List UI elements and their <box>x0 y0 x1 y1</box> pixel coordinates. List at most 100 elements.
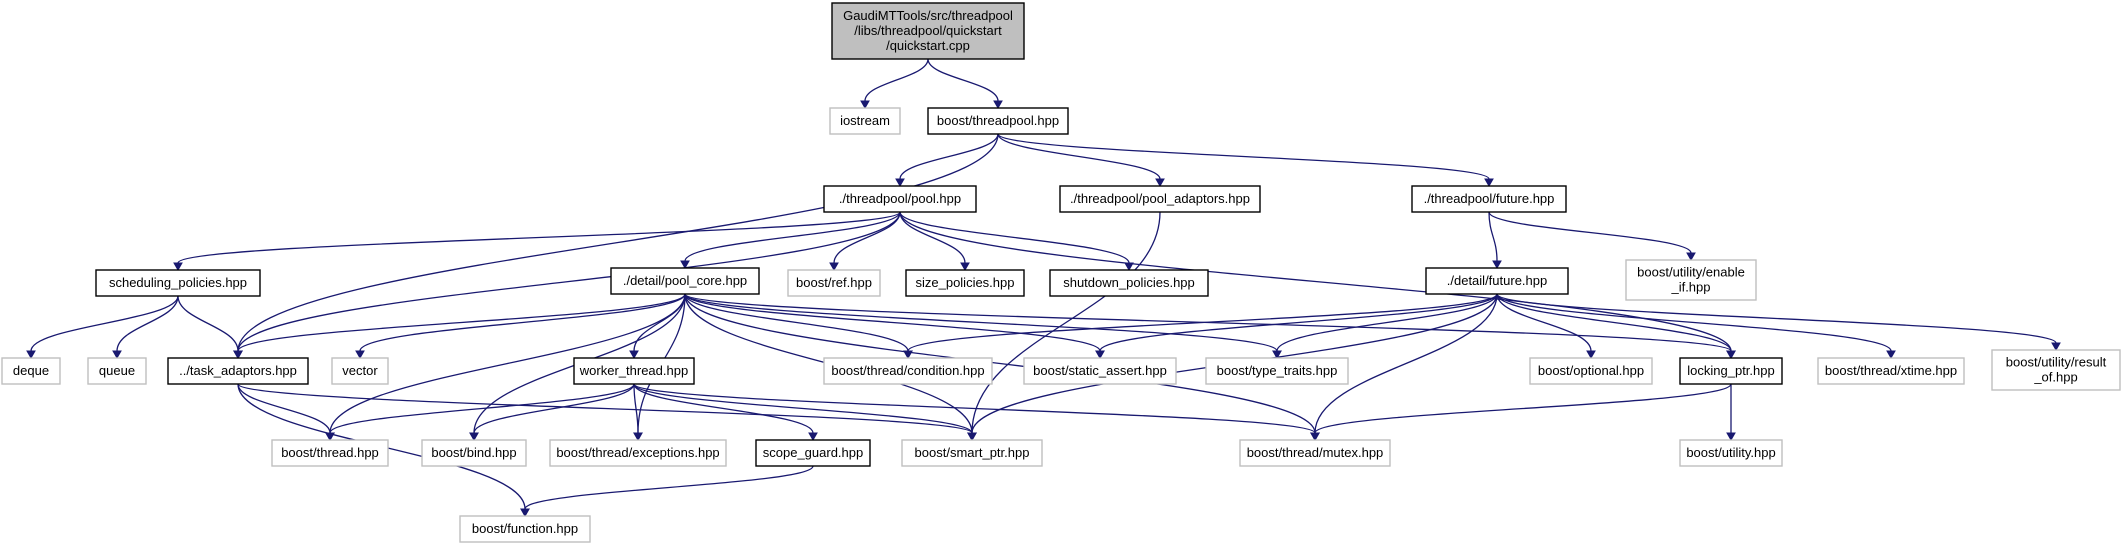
edge-arrowhead-icon <box>469 432 479 442</box>
edge-line <box>633 383 973 434</box>
node-label: boost/thread/mutex.hpp <box>1247 445 1384 460</box>
edge-arrowhead-icon <box>1726 350 1736 360</box>
node-xtime: boost/thread/xtime.hpp <box>1817 357 1965 385</box>
edge-line <box>1488 211 1498 262</box>
edge-line <box>684 293 909 352</box>
edge-line <box>899 133 999 180</box>
node-pool_adaptors[interactable]: ./threadpool/pool_adaptors.hpp <box>1059 185 1261 213</box>
node-label: boost/thread/exceptions.hpp <box>556 445 719 460</box>
node-condition: boost/thread/condition.hpp <box>823 357 993 385</box>
node-worker_thread[interactable]: worker_thread.hpp <box>573 357 695 385</box>
edge-line <box>359 293 686 352</box>
node-ref: boost/ref.hpp <box>787 269 881 297</box>
edge-locking_ptr-to-mutex <box>1310 383 1732 442</box>
edge-line <box>1314 293 1498 434</box>
edge-pool_core-to-worker_thread <box>629 293 686 360</box>
edge-pool-to-scheduling <box>173 211 901 272</box>
node-iostream: iostream <box>829 107 901 135</box>
edge-detail_future-to-result_of <box>1496 293 2061 352</box>
edge-root-to-threadpool <box>927 58 1003 110</box>
edge-detail_future-to-static_assert <box>1095 293 1498 360</box>
edge-arrowhead-icon <box>967 432 977 442</box>
edge-arrowhead-icon <box>808 432 818 442</box>
edge-line <box>237 383 973 434</box>
edge-line <box>633 383 639 434</box>
edge-pool-to-size_pol <box>899 211 970 272</box>
edge-line <box>237 211 901 352</box>
node-box <box>905 269 1025 297</box>
edge-arrowhead-icon <box>112 350 122 360</box>
node-box <box>1411 185 1567 213</box>
edge-detail_future-to-xtime <box>1496 293 1896 360</box>
node-label: boost/function.hpp <box>472 521 578 536</box>
node-locking_ptr[interactable]: locking_ptr.hpp <box>1679 357 1783 385</box>
edge-threadpool-to-pool_adaptors <box>997 133 1165 188</box>
edge-arrowhead-icon <box>1095 350 1105 360</box>
edge-worker_thread-to-scope_guard <box>633 383 818 442</box>
node-box <box>1205 357 1349 385</box>
node-label: scope_guard.hpp <box>763 445 863 460</box>
node-threadpool[interactable]: boost/threadpool.hpp <box>927 107 1069 135</box>
node-label: scheduling_policies.hpp <box>109 275 247 290</box>
node-queue: queue <box>87 357 147 385</box>
node-label: boost/thread.hpp <box>281 445 379 460</box>
node-box <box>831 2 1025 60</box>
node-box <box>459 515 591 543</box>
node-root[interactable]: GaudiMTTools/src/threadpool/libs/threadp… <box>831 2 1025 60</box>
node-tp_future[interactable]: ./threadpool/future.hpp <box>1411 185 1567 213</box>
edge-arrowhead-icon <box>1484 178 1494 188</box>
edge-worker_thread-to-smart_ptr <box>633 383 977 442</box>
edge-worker_thread-to-bind <box>469 383 635 442</box>
node-box <box>167 357 309 385</box>
node-label: boost/bind.hpp <box>431 445 516 460</box>
edge-arrowhead-icon <box>895 178 905 188</box>
edge-threadpool-to-tp_future <box>997 133 1494 188</box>
node-label: size_policies.hpp <box>915 275 1014 290</box>
edge-pool-to-shutdown_pol <box>899 211 1134 272</box>
edge-line <box>473 383 635 434</box>
edge-task_adaptors-to-smart_ptr <box>237 383 977 442</box>
node-box <box>1 357 61 385</box>
node-label: shutdown_policies.hpp <box>1063 275 1195 290</box>
edge-line <box>1314 383 1732 434</box>
edge-line <box>684 211 901 262</box>
node-detail_future[interactable]: ./detail/future.hpp <box>1425 267 1569 295</box>
node-box <box>927 107 1069 135</box>
node-label: locking_ptr.hpp <box>1687 363 1774 378</box>
node-task_adaptors[interactable]: ../task_adaptors.hpp <box>167 357 309 385</box>
node-scheduling[interactable]: scheduling_policies.hpp <box>95 269 261 297</box>
node-scope_guard[interactable]: scope_guard.hpp <box>755 439 871 467</box>
node-size_pol[interactable]: size_policies.hpp <box>905 269 1025 297</box>
node-box <box>1991 349 2121 391</box>
edge-pool-to-pool_core <box>680 211 901 270</box>
edge-pool_core-to-vector <box>355 293 686 360</box>
node-shutdown_pol[interactable]: shutdown_policies.hpp <box>1049 269 1209 297</box>
edge-tp_future-to-detail_future <box>1488 211 1502 270</box>
edge-arrowhead-icon <box>26 350 36 360</box>
edge-arrowhead-icon <box>860 100 870 110</box>
node-bind: boost/bind.hpp <box>421 439 527 467</box>
edge-line <box>1488 211 1692 254</box>
node-label: _if.hpp <box>1670 280 1710 295</box>
edge-arrowhead-icon <box>520 508 530 518</box>
edge-arrowhead-icon <box>1726 432 1736 442</box>
node-vector: vector <box>331 357 389 385</box>
edge-arrowhead-icon <box>233 350 243 360</box>
node-box <box>1023 357 1177 385</box>
node-label: worker_thread.hpp <box>579 363 688 378</box>
node-pool[interactable]: ./threadpool/pool.hpp <box>823 185 977 213</box>
node-box <box>829 107 901 135</box>
edge-detail_future-to-condition <box>903 293 1498 360</box>
node-box <box>421 439 527 467</box>
edge-line <box>684 293 1101 352</box>
edge-line <box>329 383 635 434</box>
edge-line <box>237 383 331 434</box>
edge-arrowhead-icon <box>629 350 639 360</box>
node-pool_core[interactable]: ./detail/pool_core.hpp <box>610 267 760 295</box>
edge-line <box>116 295 179 352</box>
edge-scope_guard-to-function <box>520 465 814 518</box>
node-utility: boost/utility.hpp <box>1679 439 1783 467</box>
edge-line <box>997 133 1490 180</box>
edge-pool-to-locking_ptr <box>899 211 1736 360</box>
